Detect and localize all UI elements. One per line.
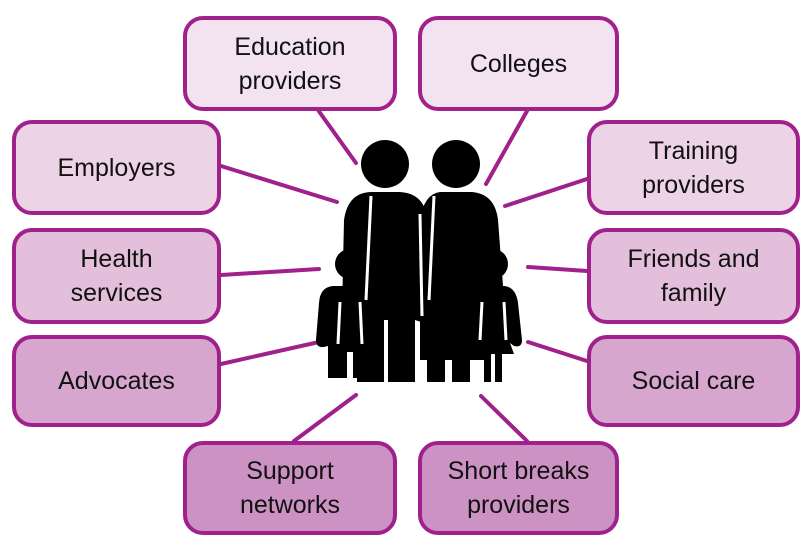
node-advocates: Advocates xyxy=(12,335,221,427)
node-colleges: Colleges xyxy=(418,16,619,111)
node-social-care: Social care xyxy=(587,335,800,427)
node-short-breaks-providers: Short breaks providers xyxy=(418,441,619,535)
connector-health xyxy=(219,267,321,277)
connector-friends xyxy=(526,265,589,273)
connector-colleges xyxy=(484,109,529,186)
connector-employers xyxy=(219,164,339,204)
node-health-services: Health services xyxy=(12,228,221,324)
connector-education xyxy=(316,108,358,165)
connector-support xyxy=(292,393,358,443)
connector-social xyxy=(526,340,589,363)
node-education-providers: Education providers xyxy=(183,16,397,111)
node-support-networks: Support networks xyxy=(183,441,397,535)
node-training-providers: Training providers xyxy=(587,120,800,215)
connector-training xyxy=(503,177,589,208)
node-employers: Employers xyxy=(12,120,221,215)
node-friends-and-family: Friends and family xyxy=(587,228,800,324)
connector-short xyxy=(479,394,529,443)
connector-advocates xyxy=(219,340,321,366)
